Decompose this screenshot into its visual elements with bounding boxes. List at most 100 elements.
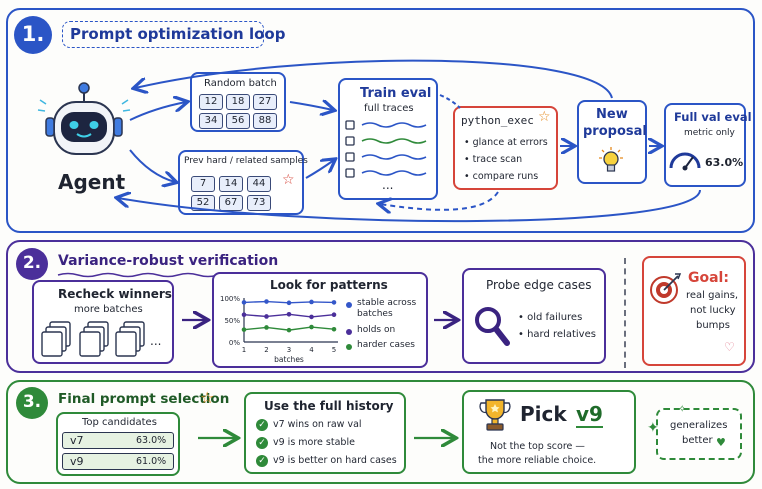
patterns-box — [212, 272, 428, 368]
hard-chip: 73 — [247, 195, 271, 211]
heart-icon: ♡ — [724, 340, 735, 354]
train-eval-box — [338, 78, 438, 200]
pick-note: the more reliable choice. — [478, 455, 597, 466]
star-icon: ☆ — [538, 109, 551, 125]
agent-label: Agent — [58, 170, 126, 194]
chart-y-tick-label: 0% — [229, 339, 240, 347]
section3-title: Final prompt selection — [58, 391, 230, 407]
chart-data-point — [264, 325, 269, 330]
chart-data-point — [331, 326, 337, 332]
chart-data-point — [309, 324, 314, 330]
python-exec-box — [453, 106, 558, 190]
chart-data-point — [331, 300, 337, 305]
pattern-chart: 0% 50% 100% 1 2 3 4 5 batches — [220, 295, 338, 364]
section3-number-badge: 3. — [16, 387, 48, 419]
chart-data-point — [241, 300, 247, 305]
history-box — [244, 392, 406, 474]
train-eval-title: Train eval — [360, 86, 432, 101]
section1-title-box — [62, 21, 264, 48]
chart-y-tick-label: 100% — [220, 295, 240, 303]
history-title: Use the full history — [264, 399, 394, 413]
chart-x-tick-label: 3 — [287, 346, 291, 354]
hard-chip: 52 — [191, 195, 215, 211]
pick-label: Pick — [520, 402, 567, 426]
trophy-icon — [479, 399, 511, 431]
python-exec-item: • compare runs — [464, 171, 539, 182]
history-item: v9 is more stable — [273, 437, 355, 448]
star-icon: ☆ — [282, 172, 295, 188]
chart-data-point — [309, 299, 314, 305]
generalizes-line2: better — [682, 435, 713, 446]
section-prompt-optimization-loop — [6, 8, 755, 233]
random-batch-title: Random batch — [204, 78, 277, 89]
candidates-title: Top candidates — [82, 417, 157, 428]
trace-lines-icon — [345, 120, 427, 178]
section2-title: Variance-robust verification — [58, 253, 279, 269]
patterns-title: Look for patterns — [270, 278, 388, 292]
goal-text: not lucky — [690, 305, 736, 316]
goal-text: real gains, — [686, 290, 739, 301]
section1-number-badge: 1. — [14, 16, 52, 54]
legend-harder: harder cases — [357, 340, 415, 350]
python-exec-item: • glance at errors — [464, 137, 548, 148]
recheck-winners-subtitle: more batches — [74, 304, 143, 315]
new-proposal-line1: New — [596, 107, 628, 122]
batch-stacks-icon — [41, 321, 145, 357]
prev-hard-title: Prev hard / related samples — [184, 156, 308, 166]
chart-y-tick-label: 50% — [224, 317, 240, 325]
verification-arrows — [182, 0, 762, 380]
goal-box — [642, 256, 746, 366]
candidate-row-v9 — [62, 453, 174, 470]
chart-data-point — [286, 311, 292, 317]
legend-dot-2 — [346, 329, 352, 335]
chart-x-axis-label: batches — [274, 355, 304, 364]
chart-x-tick-label: 4 — [309, 346, 314, 354]
probe-title: Probe edge cases — [486, 278, 592, 292]
candidate-name: v7 — [70, 434, 84, 447]
recheck-winners-title: Recheck winners — [58, 287, 172, 301]
generalizes-line1: generalizes — [670, 420, 728, 431]
magnifier-icon — [475, 307, 510, 346]
candidate-name: v9 — [70, 455, 84, 468]
check-icon: ✓ — [256, 419, 268, 431]
pick-note: Not the top score — — [490, 441, 585, 452]
probe-item: • old failures — [518, 312, 583, 323]
dashed-divider — [624, 258, 626, 368]
chart-data-point — [331, 312, 337, 318]
full-val-eval-box — [664, 103, 746, 187]
star-icon: ☆ — [200, 388, 215, 407]
section2-number-badge: 2. — [16, 248, 48, 280]
pick-version: v9 — [576, 402, 603, 428]
candidate-score: 63.0% — [136, 435, 167, 446]
batch-chip: 56 — [226, 113, 250, 129]
check-icon: ✓ — [256, 437, 268, 449]
generalizes-box — [656, 408, 742, 460]
full-val-eval-subtitle: metric only — [684, 128, 735, 138]
check-icon: ✓ — [256, 455, 268, 467]
chart-x-tick-label: 1 — [242, 346, 246, 354]
probe-item: • hard relatives — [518, 329, 596, 340]
batch-chip: 12 — [199, 94, 223, 110]
section-variance-robust-verification — [6, 240, 755, 373]
batch-chip: 18 — [226, 94, 250, 110]
batch-chip: 27 — [253, 94, 277, 110]
python-exec-item: • trace scan — [464, 154, 523, 165]
chart-x-tick-label: 5 — [332, 346, 336, 354]
section-final-prompt-selection — [6, 380, 755, 484]
batch-chip: 88 — [253, 113, 277, 129]
section1-title: Prompt optimization loop — [70, 25, 286, 43]
hard-chip: 7 — [191, 176, 215, 192]
full-val-eval-title: Full val eval — [674, 110, 752, 124]
new-proposal-line2: proposal — [583, 124, 647, 139]
sparkle-icon: ✦ — [647, 420, 659, 436]
chart-data-point — [241, 327, 247, 332]
chart-x-tick-label: 2 — [264, 346, 268, 354]
lightbulb-icon — [599, 147, 623, 172]
chart-data-point — [309, 314, 314, 320]
chart-data-point — [286, 327, 292, 333]
full-val-eval-value: 63.0% — [705, 156, 744, 169]
candidate-row-v7 — [62, 432, 174, 449]
legend-dot-3 — [346, 344, 352, 350]
hard-chip: 67 — [219, 195, 243, 211]
chart-data-point — [241, 312, 247, 318]
